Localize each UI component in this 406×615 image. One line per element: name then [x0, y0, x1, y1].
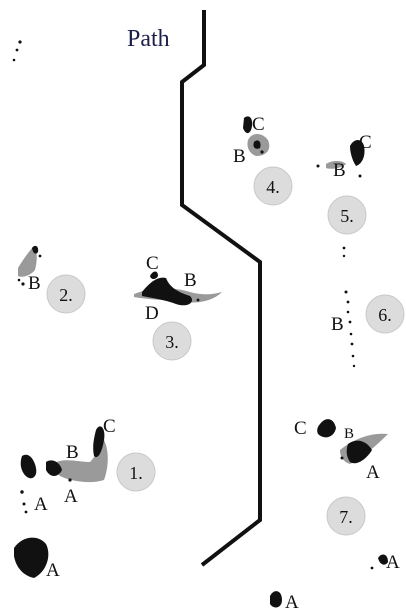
label-5-c: C — [359, 132, 372, 153]
label-1-c: C — [103, 416, 116, 437]
label-1-a-left: A — [34, 494, 48, 515]
cluster-1 — [20, 426, 108, 514]
label-7-c: C — [294, 418, 307, 439]
badge-2: 2. — [46, 274, 86, 314]
path-title: Path — [127, 26, 170, 52]
badge-7: 7. — [326, 496, 366, 536]
svg-text:7.: 7. — [339, 507, 353, 527]
label-1-a-right: A — [64, 486, 78, 507]
badge-3: 3. — [152, 321, 192, 361]
cluster-6 — [342, 246, 356, 368]
cluster-bottom-left — [14, 537, 49, 578]
svg-text:5.: 5. — [340, 206, 354, 226]
svg-text:3.: 3. — [165, 332, 179, 352]
label-5-b: B — [333, 160, 346, 181]
badge-5: 5. — [327, 195, 367, 235]
label-3-c: C — [146, 253, 159, 274]
label-1-b: B — [66, 442, 79, 463]
cluster-4 — [243, 116, 270, 156]
label-4-b: B — [233, 146, 246, 167]
label-bottom-center-a: A — [285, 592, 299, 613]
cluster-7 — [317, 419, 388, 464]
cluster-2 — [17, 245, 42, 286]
badge-4: 4. — [253, 166, 293, 206]
svg-text:2.: 2. — [59, 285, 73, 305]
badge-6: 6. — [365, 294, 405, 334]
svg-text:1.: 1. — [129, 463, 143, 483]
label-7-a: A — [366, 462, 380, 483]
label-bottom-left-a: A — [46, 560, 60, 581]
badge-1: 1. — [116, 452, 156, 492]
letter-labels: A A B C B C B D C B C B B C B A A A A — [28, 114, 400, 613]
label-3-d: D — [145, 303, 159, 324]
label-4-c: C — [252, 114, 265, 135]
cluster-bottom-right — [370, 554, 388, 570]
path-line — [180, 10, 262, 567]
cluster-5 — [316, 140, 365, 178]
label-7-b: B — [344, 426, 354, 442]
svg-text:6.: 6. — [378, 305, 392, 325]
label-3-b: B — [184, 270, 197, 291]
label-bottom-right-a: A — [386, 552, 400, 573]
label-6-b: B — [331, 314, 344, 335]
speck-group-top-left — [12, 40, 22, 62]
label-2-b: B — [28, 273, 41, 294]
svg-text:4.: 4. — [266, 177, 280, 197]
cluster-3 — [134, 271, 222, 306]
cluster-bottom-center — [270, 591, 282, 608]
